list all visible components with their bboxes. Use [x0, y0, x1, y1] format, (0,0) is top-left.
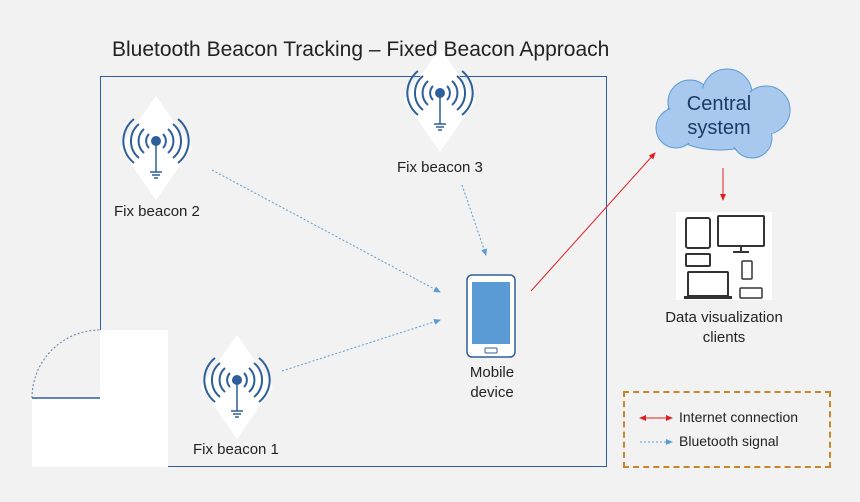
- room-boundary: [100, 76, 607, 467]
- beacon-1-label: Fix beacon 1: [193, 441, 279, 458]
- bluetooth-signal-beacon2: [211, 169, 441, 293]
- mobile-device-label-line2: device: [470, 384, 514, 401]
- bluetooth-signal-beacon1: [281, 318, 441, 372]
- beacon-3-label: Fix beacon 3: [397, 159, 483, 176]
- central-system-label-line1: Central: [686, 93, 752, 115]
- clients-label: Data visualization clients: [665, 308, 783, 348]
- central-system-label-line2: system: [687, 117, 751, 139]
- legend: [623, 391, 831, 468]
- diagram-title: Bluetooth Beacon Tracking – Fixed Beacon…: [112, 38, 610, 61]
- beacon-1-icon: [201, 335, 273, 439]
- internet-link-mobile-central: [530, 152, 656, 292]
- mobile-phone-icon: [466, 274, 516, 358]
- central-system-label: Central system: [674, 92, 764, 140]
- clients-label-line2: clients: [702, 329, 746, 346]
- door: [31, 329, 168, 467]
- client-devices-icon: [676, 212, 772, 300]
- mobile-device-label: Mobile device: [470, 363, 514, 403]
- mobile-device-label-line1: Mobile: [469, 364, 515, 381]
- legend-internet-label: Internet connection: [679, 409, 799, 425]
- clients-label-line1: Data visualization: [665, 309, 783, 326]
- legend-bluetooth-label: Bluetooth signal: [679, 433, 779, 449]
- beacon-3-icon: [404, 48, 476, 152]
- beacon-2-label: Fix beacon 2: [114, 203, 200, 220]
- bluetooth-signal-beacon3: [461, 184, 487, 256]
- beacon-2-icon: [120, 96, 192, 200]
- cloud-icon: [655, 68, 791, 159]
